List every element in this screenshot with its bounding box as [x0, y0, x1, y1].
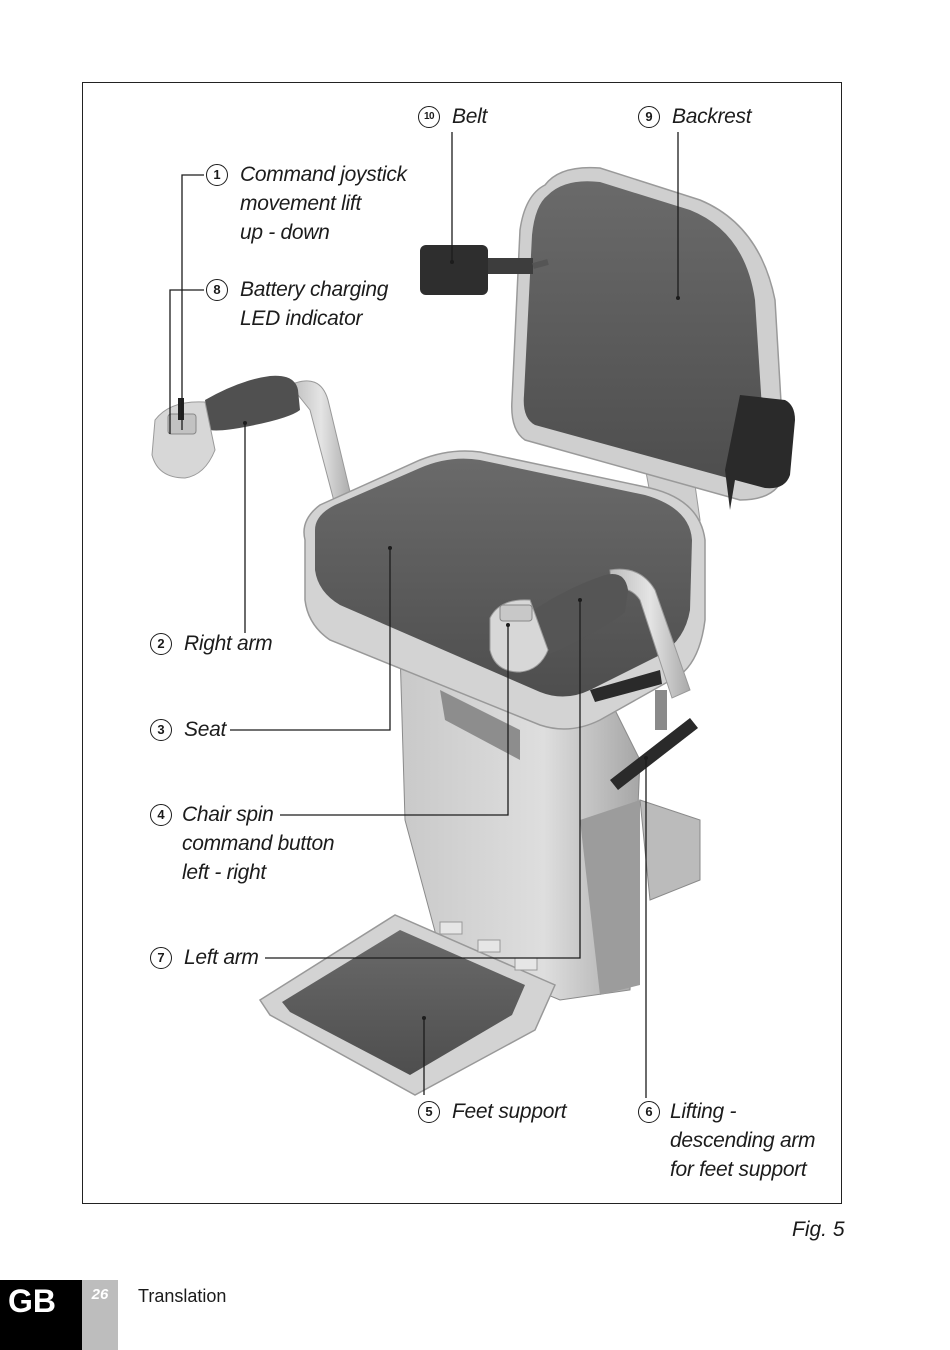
callout-text-backrest: Backrest — [672, 105, 752, 128]
belt-holder — [725, 395, 795, 510]
figure-caption: Fig. 5 — [792, 1218, 845, 1241]
callout-number-1: 1 — [206, 164, 228, 186]
left-arm-shape — [489, 568, 691, 699]
leader-lines — [169, 132, 679, 1098]
callout-number-5: 5 — [418, 1101, 440, 1123]
callout-number-6: 6 — [638, 1101, 660, 1123]
seat-shape — [303, 450, 706, 730]
belt-shape — [420, 245, 549, 295]
figure-frame — [82, 82, 842, 1204]
callout-text-feet-support: Feet support — [452, 1100, 567, 1123]
callout-number-2: 2 — [150, 633, 172, 655]
callout-text-lifting-arm: Lifting - descending arm for feet suppor… — [670, 1100, 816, 1181]
language-tab: GB — [0, 1280, 82, 1350]
callout-number-4: 4 — [150, 804, 172, 826]
footer-text: Translation — [138, 1286, 227, 1306]
page-number: 26 — [82, 1280, 118, 1350]
callout-text-command-joystick: Command joystick movement lift up - down — [240, 163, 407, 244]
backrest-shape — [511, 166, 786, 501]
footrest-shape — [258, 914, 556, 1096]
callout-text-left-arm: Left arm — [184, 946, 259, 969]
leader-dots — [243, 260, 680, 1020]
callout-number-3: 3 — [150, 719, 172, 741]
callout-text-battery-led: Battery charging LED indicator — [240, 278, 389, 330]
callout-text-chair-spin: Chair spin command button left - right — [182, 803, 335, 884]
callout-number-10: 10 — [418, 106, 440, 128]
callout-number-8: 8 — [206, 279, 228, 301]
lifting-lever-shape — [590, 670, 698, 790]
callout-number-9: 9 — [638, 106, 660, 128]
callout-text-right-arm: Right arm — [184, 632, 273, 655]
callout-text-belt: Belt — [452, 105, 487, 128]
callout-number-7: 7 — [150, 947, 172, 969]
callout-text-seat: Seat — [184, 718, 226, 741]
right-arm-shape — [151, 375, 353, 506]
